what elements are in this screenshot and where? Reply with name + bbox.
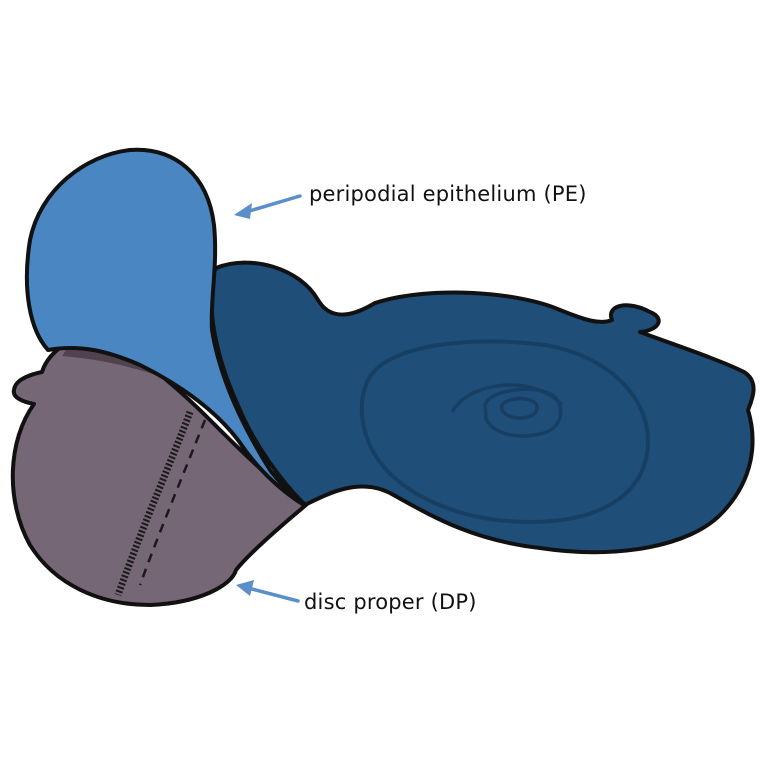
disc-proper-seam — [114, 410, 194, 597]
arrow-to-pe-shaft — [244, 194, 302, 214]
disc-middle-ring — [483, 387, 563, 438]
arrow-to-dp-head — [236, 580, 254, 596]
label-peripodial-epithelium: peripodial epithelium (PE) — [309, 182, 587, 206]
disc-center-ring — [499, 396, 539, 420]
disc-proper-seam-dash — [138, 419, 207, 586]
disc-body-shape — [208, 260, 756, 555]
disc-outer-ring — [359, 339, 651, 525]
arrow-to-pe — [234, 194, 302, 219]
disc-proper-shape — [10, 335, 308, 607]
arrow-to-pe-head — [234, 203, 252, 219]
arrow-to-dp-shaft — [246, 586, 300, 603]
label-disc-proper: disc proper (DP) — [304, 590, 477, 614]
peripodial-epithelium-shape — [24, 147, 306, 507]
arrow-to-dp — [236, 580, 300, 603]
